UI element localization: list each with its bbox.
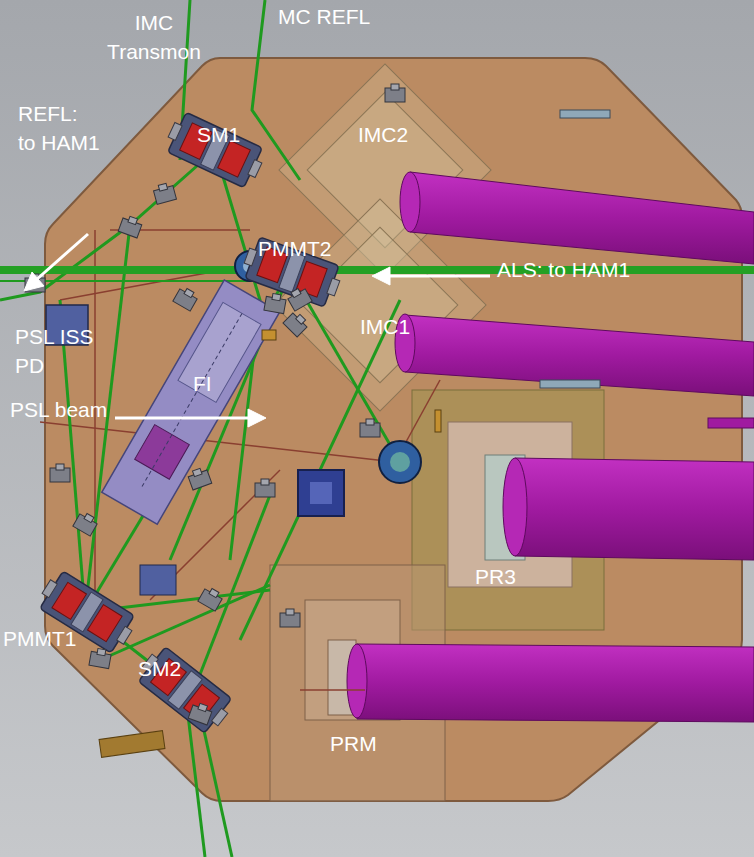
part-label: FI [193, 369, 212, 398]
part-label: PR3 [475, 562, 516, 591]
part-label: PMMT2 [258, 234, 332, 263]
part-label: PSL ISS PD [15, 322, 105, 380]
part-label: PSL beam [10, 395, 107, 424]
part-label: MC REFL [278, 2, 370, 31]
part-label: PMMT1 [3, 624, 77, 653]
part-label: PRM [330, 729, 377, 758]
part-label: IMC1 [360, 312, 410, 341]
part-label: IMC2 [358, 120, 408, 149]
part-label: SM2 [138, 654, 181, 683]
part-label: ALS: to HAM1 [497, 255, 630, 284]
part-label: SM1 [197, 120, 240, 149]
part-label: REFL: to HAM1 [18, 99, 118, 157]
part-label: IMC Transmon [98, 8, 210, 66]
